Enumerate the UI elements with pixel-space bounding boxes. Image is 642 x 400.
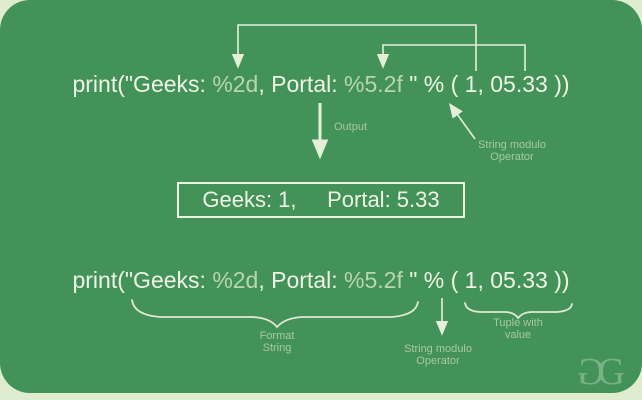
output-box: Geeks: 1, Portal: 5.33 <box>177 182 465 218</box>
format-specifier-5-2f: %5.2f <box>344 71 403 97</box>
tuple-with-value-label: Tuple with value <box>493 317 543 341</box>
output-label: Output <box>334 121 368 133</box>
code-text: print("Geeks: <box>72 267 213 293</box>
string-modulo-operator-label-top: String modulo Operator <box>478 139 546 163</box>
geeksforgeeks-logo: G G <box>577 351 625 393</box>
logo-g: G <box>597 351 625 393</box>
logo-mirrored-g: G <box>577 351 605 393</box>
code-text: print("Geeks: <box>72 71 213 97</box>
output-text: Geeks: 1, Portal: 5.33 <box>202 187 440 212</box>
code-line-top: print("Geeks: %2d, Portal: %5.2f " % ( 1… <box>0 71 642 97</box>
format-specifier-2d: %2d <box>212 267 259 293</box>
format-specifier-2d: %2d <box>212 71 259 97</box>
code-text: " % ( 1, 05.33 )) <box>402 71 570 97</box>
format-specifier-5-2f: %5.2f <box>344 267 403 293</box>
string-modulo-operator-label-bottom: String modulo Operator <box>404 343 472 367</box>
code-text: , Portal: <box>258 267 345 293</box>
code-text: " % ( 1, 05.33 )) <box>402 267 570 293</box>
format-string-label: Format String <box>259 330 295 354</box>
code-line-bottom: print("Geeks: %2d, Portal: %5.2f " % ( 1… <box>0 267 642 293</box>
code-text: , Portal: <box>258 71 345 97</box>
